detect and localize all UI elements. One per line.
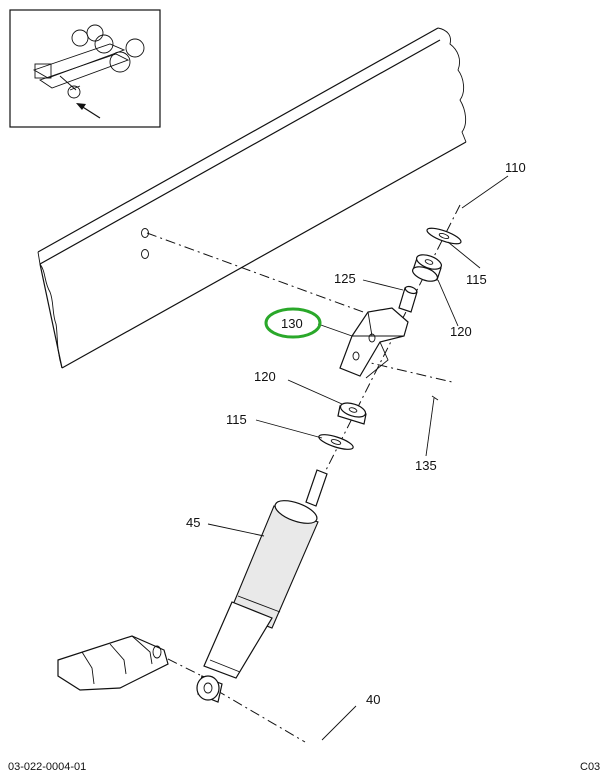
centerlines	[146, 204, 461, 743]
callout-135: 135	[415, 458, 437, 473]
leader-130	[317, 323, 353, 337]
axle-mount-bracket	[57, 635, 169, 691]
callout-120-lower: 120	[254, 369, 276, 384]
drawing-number: 03-022-0004-01	[8, 761, 86, 773]
leader-135	[425, 397, 435, 457]
callout-labels: 110 115 125 130 120 120 115 135 45 40	[186, 160, 526, 707]
bracket-hole-lower	[352, 351, 360, 361]
shock-rod	[305, 469, 328, 507]
leader-110	[461, 175, 509, 209]
locator-inset	[9, 9, 161, 128]
callout-110: 110	[505, 160, 526, 175]
bolt-135	[431, 395, 439, 401]
bushing-120-lower	[337, 402, 367, 425]
leader-lines	[207, 175, 509, 741]
washer-115-lower	[318, 434, 354, 450]
washer-115-upper	[426, 227, 462, 245]
sheet-code: C03	[580, 761, 600, 773]
callout-120-upper: 120	[450, 324, 472, 339]
leader-120-lower	[287, 379, 343, 405]
callout-130: 130	[281, 316, 303, 331]
bushing-120-upper	[412, 254, 442, 282]
frame-rail	[37, 27, 467, 369]
leader-120-upper	[437, 279, 459, 327]
shock-lower-eye	[196, 675, 223, 703]
leader-125	[362, 279, 404, 291]
callout-45: 45	[186, 515, 200, 530]
shock-lower-body	[203, 601, 273, 679]
leader-115-lower	[255, 419, 323, 439]
highlight-ring	[264, 307, 322, 339]
bracket-130	[339, 307, 409, 379]
leader-115-upper	[447, 241, 481, 269]
leader-40	[321, 705, 357, 741]
callout-125: 125	[334, 271, 356, 286]
frame-hole-lower	[141, 249, 149, 259]
leader-45	[207, 523, 265, 537]
callout-40: 40	[366, 692, 380, 707]
frame-hole-upper	[141, 228, 149, 238]
shock-absorber-45	[196, 469, 328, 703]
truck-chassis-thumbnail	[32, 24, 145, 119]
bracket-hole-upper	[368, 333, 376, 343]
sleeve-125	[398, 285, 418, 313]
callout-115-lower: 115	[226, 412, 247, 427]
callout-115-upper: 115	[466, 272, 487, 287]
